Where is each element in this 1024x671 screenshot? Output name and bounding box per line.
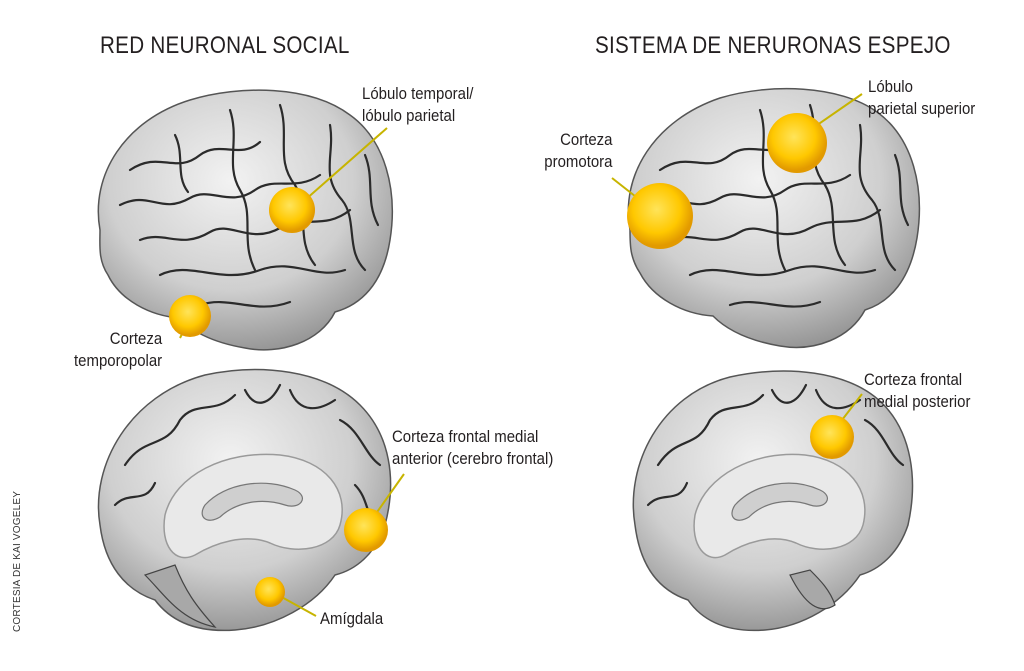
leader-frontal-medial-posterior — [841, 393, 863, 421]
hotspot-frontal-medial-anterior — [344, 508, 388, 552]
label-amigdala: Amígdala — [320, 609, 384, 628]
brain-sagittal-left-illustration — [97, 368, 392, 632]
hotspot-frontal-medial-posterior — [810, 415, 854, 459]
label-temporal-parietal: Lóbulo temporal/ lóbulo parietal — [362, 84, 474, 125]
photo-credit: CORTESIA DE KAI VOGELEY — [12, 490, 23, 632]
label-frontal-medial-anterior: Corteza frontal medial anterior (cerebro… — [392, 427, 554, 468]
brain-lateral-right-illustration — [627, 87, 921, 349]
leader-amigdala — [277, 594, 317, 617]
hotspot-temporopolar — [169, 295, 211, 337]
label-temporopolar: Corteza temporopolar — [73, 329, 162, 370]
hotspot-parietal-superior — [767, 113, 827, 173]
leader-temporal-parietal — [304, 127, 388, 201]
label-frontal-medial-posterior: Corteza frontal medial posterior — [864, 370, 971, 411]
leader-frontal-medial-anterior — [374, 473, 405, 516]
brain-lateral-left-illustration — [97, 89, 393, 351]
label-parietal-superior: Lóbulo parietal superior — [868, 77, 976, 118]
hotspot-promotora — [627, 183, 693, 249]
title-social-network: RED NEURONAL SOCIAL — [100, 32, 350, 59]
title-mirror-neuron-system: SISTEMA DE NERURONAS ESPEJO — [595, 32, 951, 59]
hotspot-amigdala — [255, 577, 285, 607]
hotspot-temporal-parietal — [269, 187, 315, 233]
label-promotora: Corteza promotora — [543, 130, 612, 171]
